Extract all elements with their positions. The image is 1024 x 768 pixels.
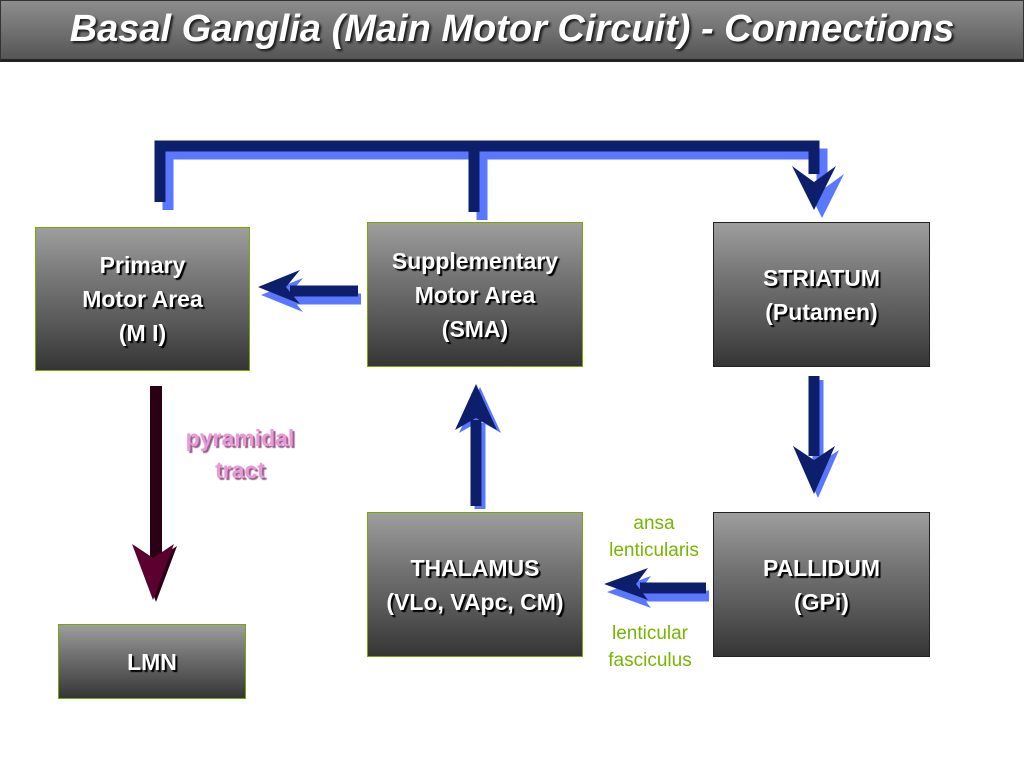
sma-to-m1-arrow <box>258 270 361 312</box>
striatum-label: STRIATUM (Putamen) <box>762 264 881 325</box>
pallidum-label: PALLIDUM (GPi) <box>762 554 881 615</box>
thalamus-to-sma-arrow <box>455 384 501 509</box>
pyramidal-tract-arrow <box>132 384 177 602</box>
thalamus-box: THALAMUS (VLo, VApc, CM) <box>367 512 583 657</box>
striatum-box: STRIATUM (Putamen) <box>713 222 930 367</box>
bracket-to-striatum-arrow <box>154 140 844 220</box>
primary-motor-area-label: Primary Motor Area (M I) <box>82 252 203 346</box>
ansa-lenticularis-label: ansa lenticularis <box>609 513 699 561</box>
thalamus-label: THALAMUS (VLo, VApc, CM) <box>386 554 564 615</box>
title-bar <box>0 0 1024 62</box>
striatum-to-pallidum-arrow <box>793 376 839 498</box>
lenticular-fasciculus-label: lenticular fasciculus <box>608 623 692 671</box>
lmn-box: LMN <box>58 624 246 699</box>
sma-label: Supplementary Motor Area (SMA) <box>391 247 559 342</box>
pyramidal-tract-label: pyramidal tract <box>185 425 295 483</box>
primary-motor-area-box: Primary Motor Area (M I) <box>35 227 250 371</box>
sma-box: Supplementary Motor Area (SMA) <box>367 222 583 367</box>
slide-title: Basal Ganglia (Main Motor Circuit) - Con… <box>69 8 955 50</box>
lmn-label: LMN <box>127 648 177 675</box>
pallidum-box: PALLIDUM (GPi) <box>713 512 930 657</box>
pallidum-to-thalamus-arrow <box>604 568 709 608</box>
